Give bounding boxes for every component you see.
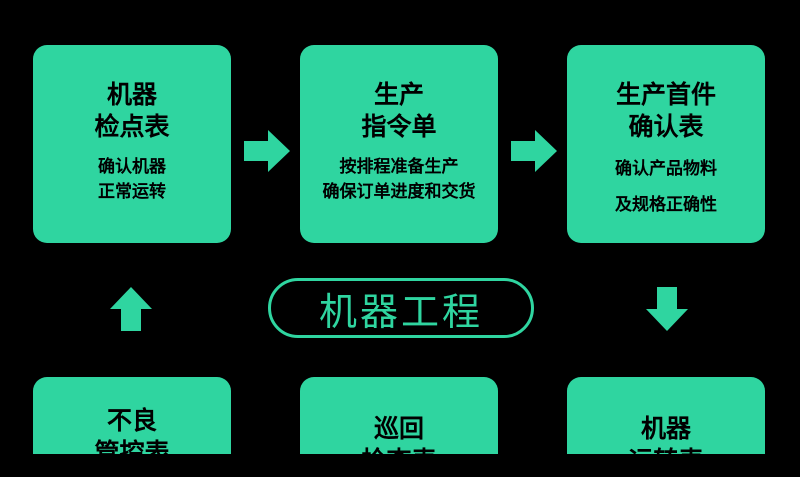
card-production-order: 生产 指令单 按排程准备生产 确保订单进度和交货 bbox=[300, 45, 498, 243]
card-title: 生产 指令单 bbox=[361, 80, 437, 141]
center-label-text: 机器工程 bbox=[318, 289, 483, 334]
arrow-down-icon bbox=[646, 287, 688, 331]
card-title: 不良 管控表 bbox=[94, 406, 170, 467]
card-patrol-inspection: 巡回 检查表 bbox=[300, 377, 498, 475]
card-title: 生产首件 确认表 bbox=[615, 80, 716, 141]
card-title: 巡回 检查表 bbox=[361, 414, 437, 475]
card-title: 机器 检点表 bbox=[94, 80, 170, 141]
card-description: 确认产品物料 及规格正确性 bbox=[615, 159, 717, 215]
card-title: 机器 运转表 bbox=[628, 414, 704, 475]
card-first-article-confirmation: 生产首件 确认表 确认产品物料 及规格正确性 bbox=[567, 45, 765, 243]
card-machine-operation: 机器 运转表 bbox=[567, 377, 765, 475]
arrow-right-icon bbox=[244, 130, 290, 172]
card-description: 确认机器 正常运转 bbox=[98, 157, 166, 202]
arrow-right-icon bbox=[511, 130, 557, 172]
card-defect-control: 不良 管控表 bbox=[33, 377, 231, 467]
center-label: 机器工程 bbox=[268, 278, 534, 338]
card-machine-checklist: 机器 检点表 确认机器 正常运转 bbox=[33, 45, 231, 243]
arrow-up-icon bbox=[110, 287, 152, 331]
card-description: 按排程准备生产 确保订单进度和交货 bbox=[322, 157, 476, 202]
